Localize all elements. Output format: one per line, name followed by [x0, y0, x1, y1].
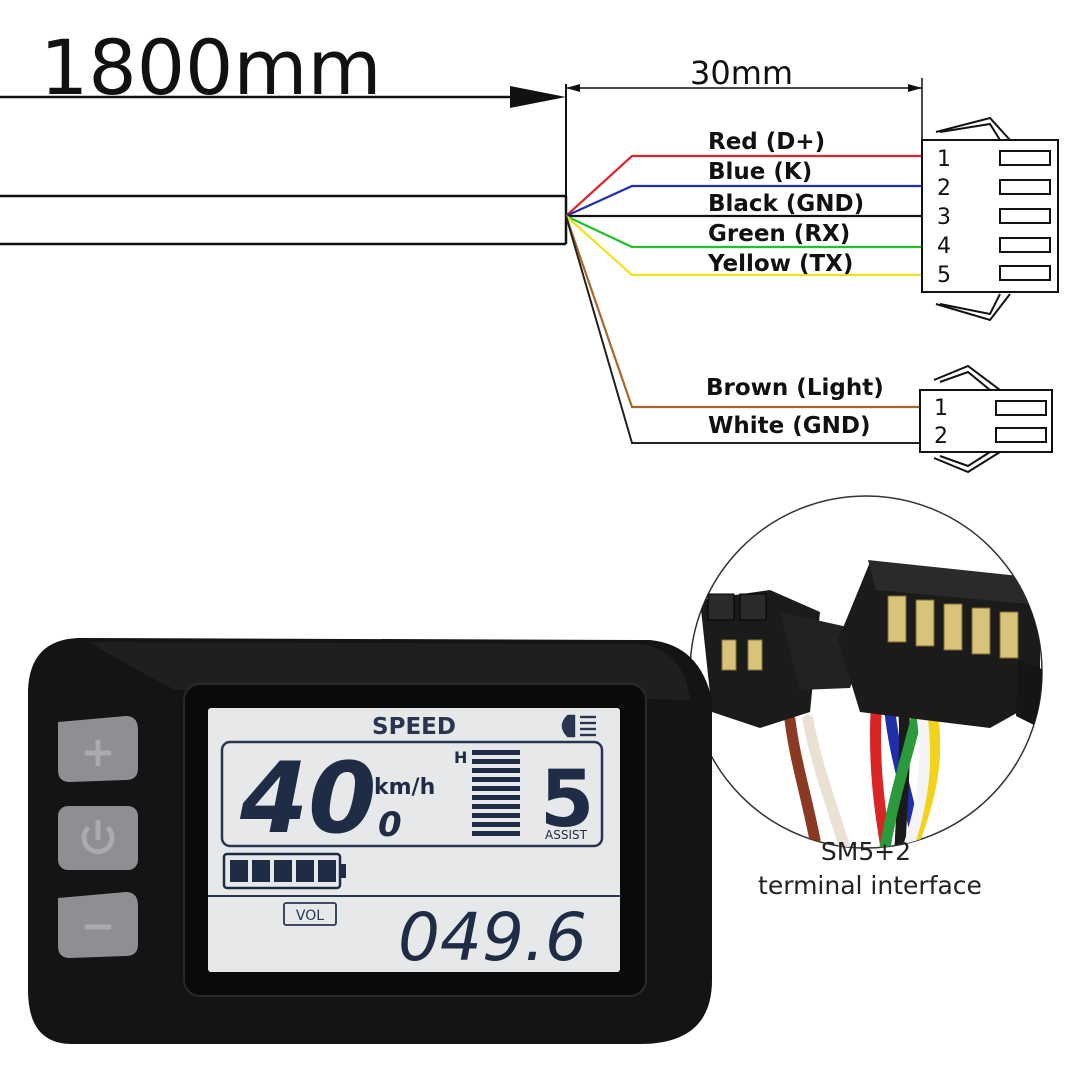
wire-label-blue: Blue (K) — [708, 159, 812, 185]
connector-5pin-pin-numbers: 1 2 3 4 5 — [937, 147, 951, 288]
vol-label: VOL — [296, 908, 324, 924]
wire-label-red: Red (D+) — [708, 129, 825, 155]
wire-label-brown: Brown (Light) — [706, 375, 884, 401]
speed-subdigit: 0 — [378, 805, 402, 845]
minus-button[interactable]: − — [58, 892, 138, 958]
lead-length-label: 30mm — [690, 54, 793, 92]
pin-number-2: 2 — [937, 176, 951, 201]
pin-number-3: 3 — [937, 205, 951, 230]
inset-photo: SM5+2 terminal interface — [689, 495, 1043, 900]
connector-2pin-pin-numbers: 1 2 — [934, 396, 948, 449]
connector-5pin — [921, 116, 1059, 322]
cable-length-label: 1800mm — [40, 23, 381, 112]
speed-value: 40 — [239, 742, 376, 856]
wire-label-green: Green (RX) — [708, 221, 850, 247]
plus-button[interactable]: + — [58, 716, 138, 782]
power-icon — [81, 819, 115, 855]
pin-number-2: 2 — [934, 424, 948, 449]
wires-2pin — [564, 215, 920, 444]
length-dimension: 1800mm — [0, 23, 567, 196]
inset-caption-line1: SM5+2 — [821, 837, 911, 866]
headlight-icon — [561, 714, 596, 738]
wire-label-yellow: Yellow (TX) — [707, 251, 853, 277]
pin-number-1: 1 — [937, 147, 951, 172]
plus-symbol: + — [80, 727, 115, 776]
lead-dimension: 30mm — [566, 54, 923, 140]
wire-label-white: White (GND) — [708, 413, 870, 439]
power-level-bars — [472, 750, 520, 836]
wire-labels: Red (D+) Blue (K) Black (GND) Green (RX)… — [706, 129, 884, 439]
battery-icon — [222, 852, 346, 890]
power-button[interactable] — [58, 806, 138, 870]
speed-unit: km/h — [374, 775, 435, 800]
pin-number-5: 5 — [937, 263, 951, 288]
inset-5pin-housing — [838, 560, 1042, 730]
speed-title: SPEED — [372, 714, 456, 740]
connector-2pin — [919, 364, 1053, 474]
pin-number-4: 4 — [937, 234, 951, 259]
assist-label: ASSIST — [545, 828, 588, 842]
wire-white — [565, 215, 920, 444]
minus-symbol: − — [80, 901, 115, 950]
wire-brown — [564, 215, 920, 409]
display-unit: SPEED 40 km/h 0 H 5 A — [28, 638, 712, 1044]
wire-green — [565, 215, 922, 249]
wire-label-black: Black (GND) — [708, 191, 864, 217]
inset-wires — [784, 706, 941, 848]
lcd-screen — [208, 708, 620, 972]
wire-yellow — [565, 215, 922, 277]
wires-5pin — [565, 154, 922, 277]
assist-level: 5 — [540, 755, 594, 845]
inset-caption-line2: terminal interface — [758, 871, 982, 900]
wire-blue — [565, 184, 922, 218]
wire-red — [565, 154, 922, 217]
bar-high-marker: H — [454, 748, 467, 767]
voltage-value: 049.6 — [398, 899, 587, 976]
cable — [0, 194, 568, 246]
speed-panel — [220, 740, 604, 848]
pin-number-1: 1 — [934, 396, 948, 421]
